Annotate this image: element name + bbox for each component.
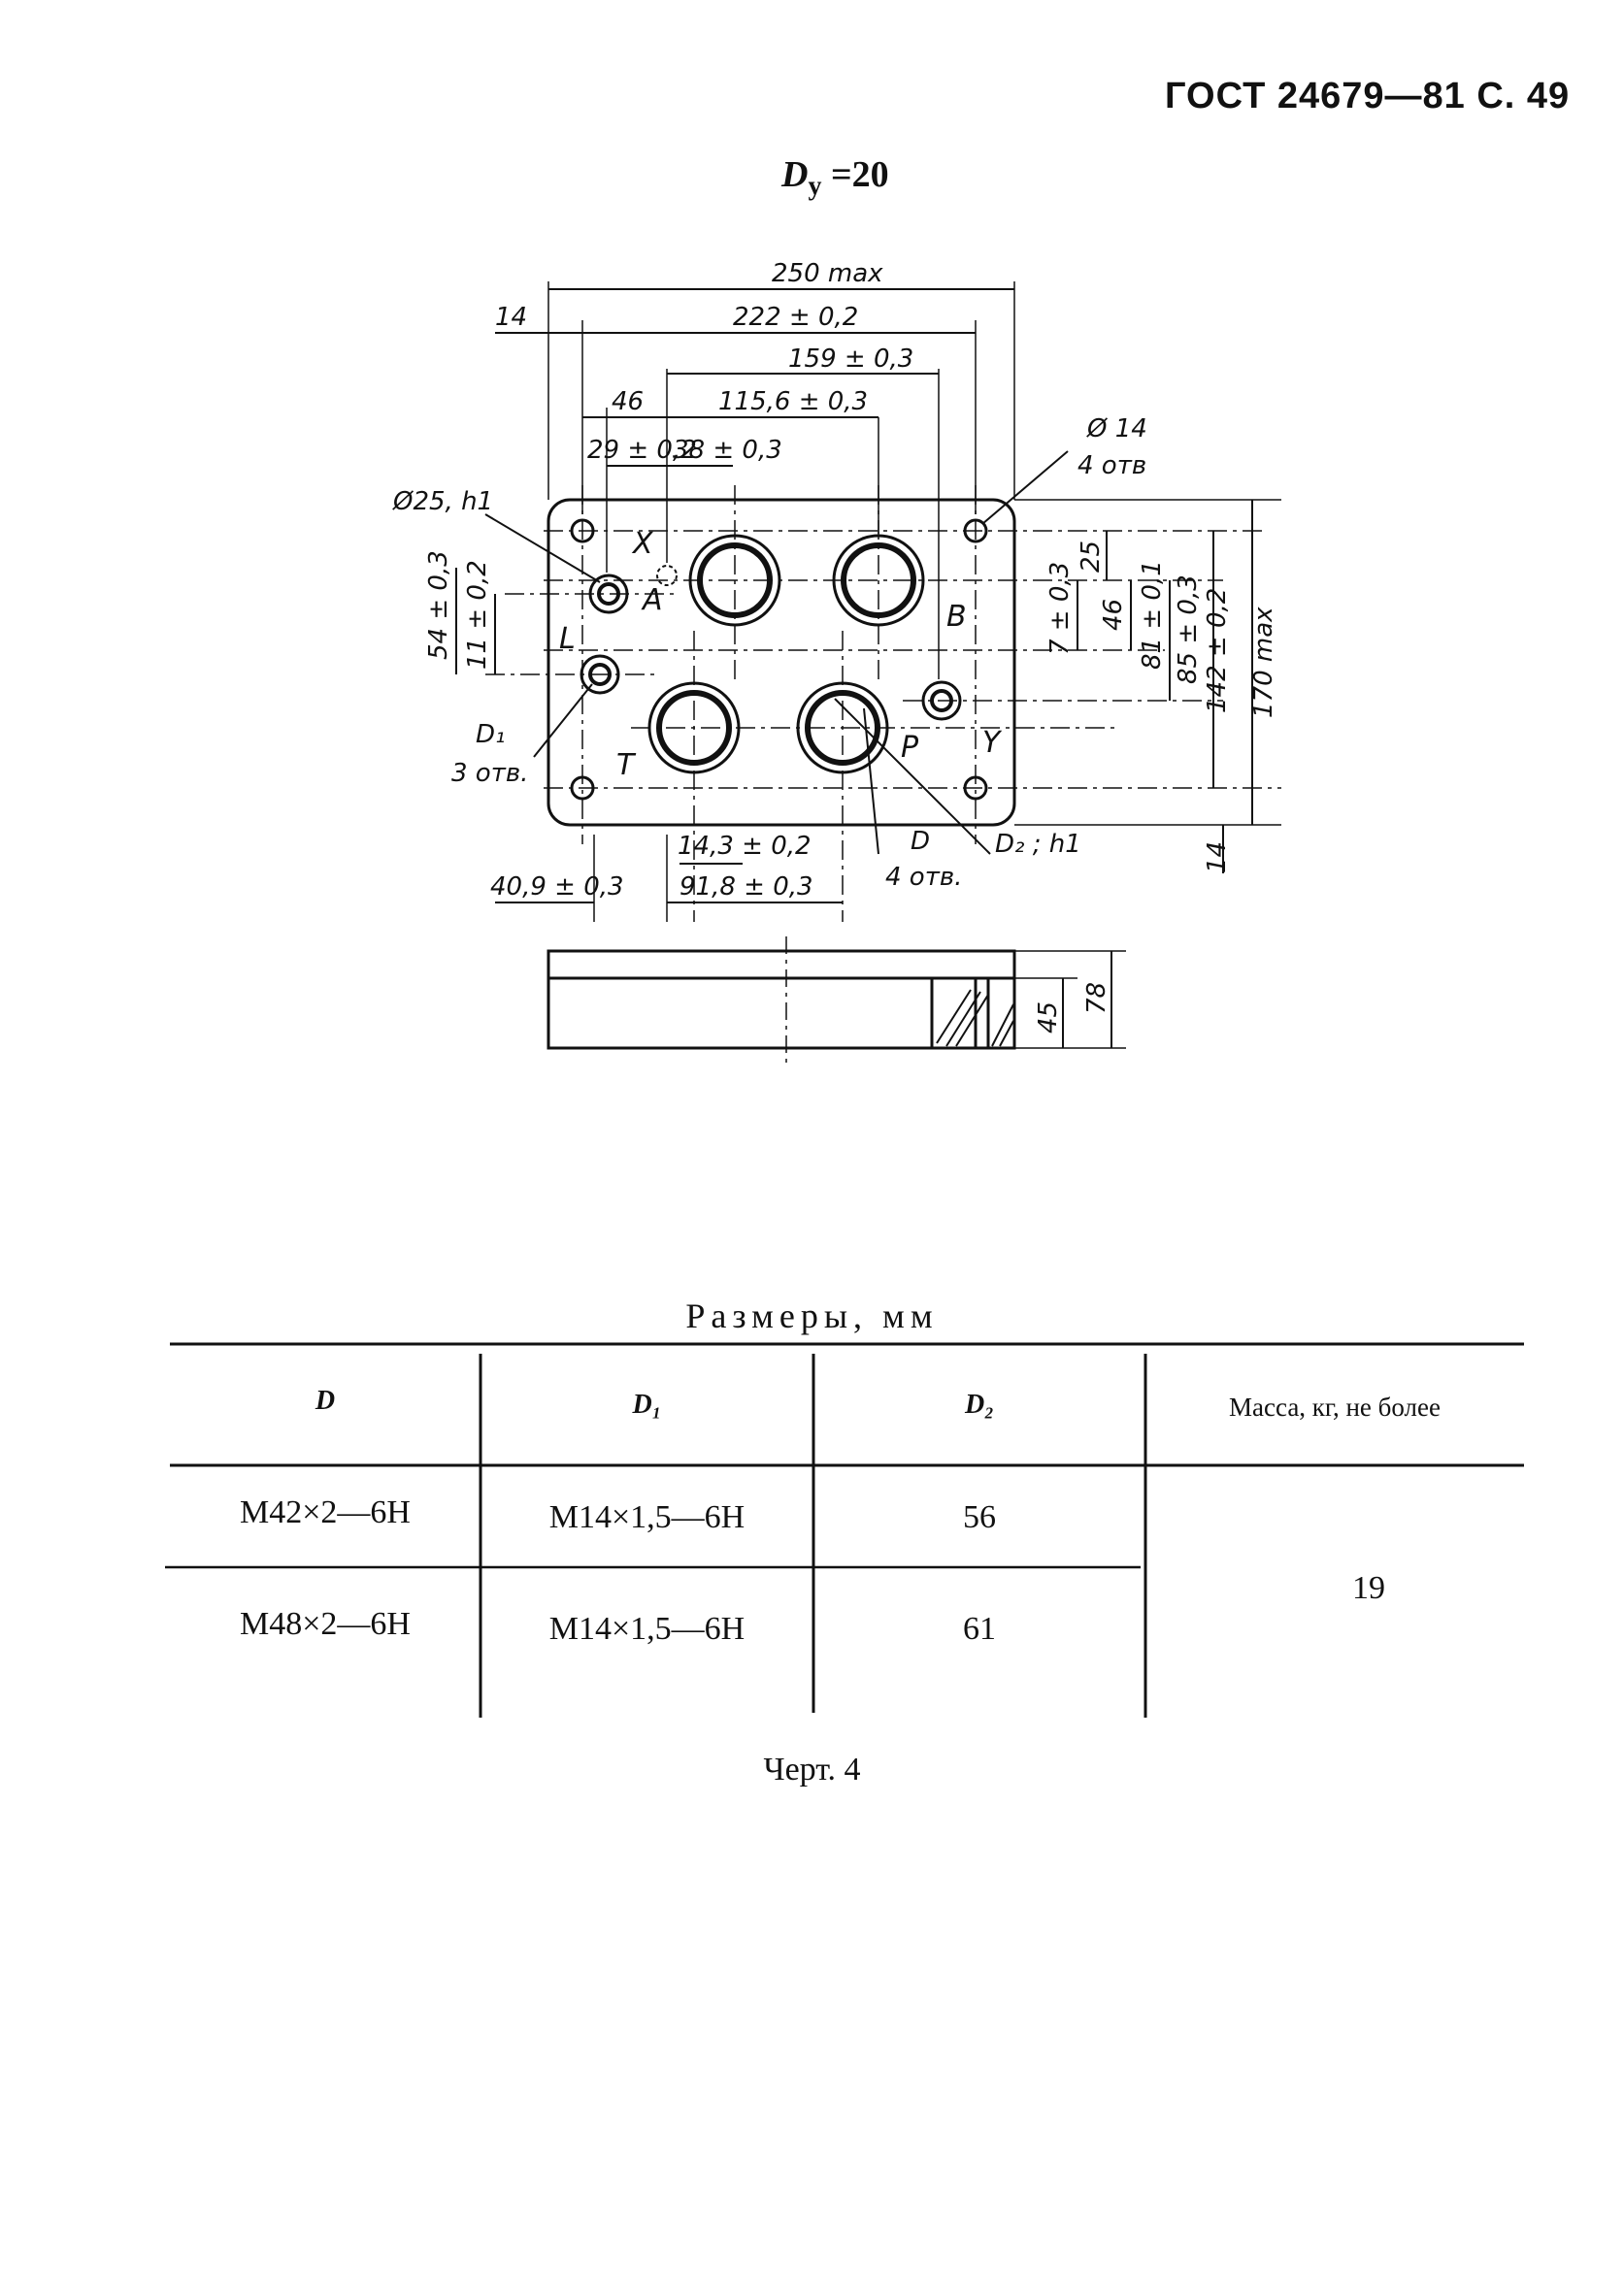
dim-46v: 46: [1099, 599, 1128, 631]
dim-phi25: Ø25, h1: [392, 487, 493, 516]
nominal-size-label: Dу =20: [781, 153, 889, 203]
dim-115: 115,6 ± 0,3: [718, 387, 868, 416]
dim-40-9: 40,9 ± 0,3: [490, 872, 624, 902]
figure-caption: Черт. 4: [763, 1752, 861, 1788]
table-cell-d1: M14×1,5—6H: [548, 1611, 746, 1647]
label-d-holes: 4 отв.: [885, 863, 962, 892]
dim-250: 250 max: [772, 259, 883, 288]
col-header-mass: Масса, кг, не более: [1229, 1393, 1441, 1422]
label-d: D: [911, 827, 930, 856]
dim-11: 11 ± 0,2: [463, 560, 492, 670]
table-cell-d: M42×2—6H: [240, 1494, 411, 1530]
dim-7: 7 ± 0,3: [1045, 562, 1075, 655]
dim-14-3: 14,3 ± 0,2: [678, 832, 812, 861]
dim-222: 222 ± 0,2: [733, 303, 858, 332]
dim-142: 142 ± 0,2: [1203, 588, 1232, 713]
port-label-y: Y: [982, 726, 1003, 760]
dim-phi14: Ø 14: [1086, 414, 1147, 443]
port-label-a: A: [641, 583, 663, 617]
dim-14-top: 14: [495, 303, 527, 332]
port-label-t: T: [616, 748, 637, 782]
plate-outline: [547, 498, 1016, 827]
port-label-b: B: [946, 600, 967, 634]
dy-subscript: у: [808, 171, 822, 202]
table-cell-d2: 61: [963, 1611, 996, 1647]
port-label-p: P: [901, 731, 919, 765]
dim-170: 170 max: [1249, 607, 1278, 718]
col-header-d: D: [315, 1386, 336, 1416]
dim-85: 85 ± 0,3: [1174, 574, 1203, 684]
dim-14-side: 14: [1203, 841, 1232, 873]
dim-91-8: 91,8 ± 0,3: [679, 872, 813, 902]
dim-4-holes: 4 отв: [1077, 451, 1146, 480]
port-label-x: X: [631, 527, 654, 561]
technical-drawing: 250 max 14 222 ± 0,2 159 ± 0,3 46 115,6 …: [392, 259, 1281, 1067]
dim-46: 46: [612, 387, 644, 416]
table-grid: [165, 1342, 1524, 1718]
dim-78: 78: [1082, 982, 1111, 1014]
table-title: Размеры, мм: [685, 1296, 939, 1335]
page-reference: ГОСТ 24679—81 С. 49: [1165, 76, 1571, 116]
table-cell-d: M48×2—6H: [240, 1606, 411, 1642]
label-d2: D₂ ; h1: [995, 830, 1081, 859]
port-label-l: L: [559, 622, 576, 656]
section-hatch: [930, 976, 1016, 1050]
dim-54: 54 ± 0,3: [424, 550, 453, 660]
dy-symbol: D: [781, 154, 809, 195]
dim-159: 159 ± 0,3: [788, 344, 913, 374]
dim-81: 81 ± 0,1: [1138, 560, 1167, 670]
table-cell-mass: 19: [1352, 1570, 1385, 1606]
col-header-d1: D₁: [632, 1390, 662, 1420]
dim-38: 38 ± 0,3: [673, 436, 782, 465]
col-header-d2: D₂: [965, 1390, 994, 1420]
dim-25: 25: [1077, 541, 1106, 573]
table-cell-d1: M14×1,5—6H: [548, 1499, 746, 1535]
label-d1: D₁: [476, 720, 505, 749]
dim-45: 45: [1034, 1001, 1063, 1033]
dy-value: =20: [830, 154, 889, 195]
dim-29: 29 ± 0,2: [587, 436, 697, 465]
port-y-hole: [921, 680, 962, 721]
port-x-hole: [656, 565, 678, 586]
table-cell-d2: 56: [963, 1499, 996, 1535]
label-d1-holes: 3 отв.: [451, 759, 528, 788]
